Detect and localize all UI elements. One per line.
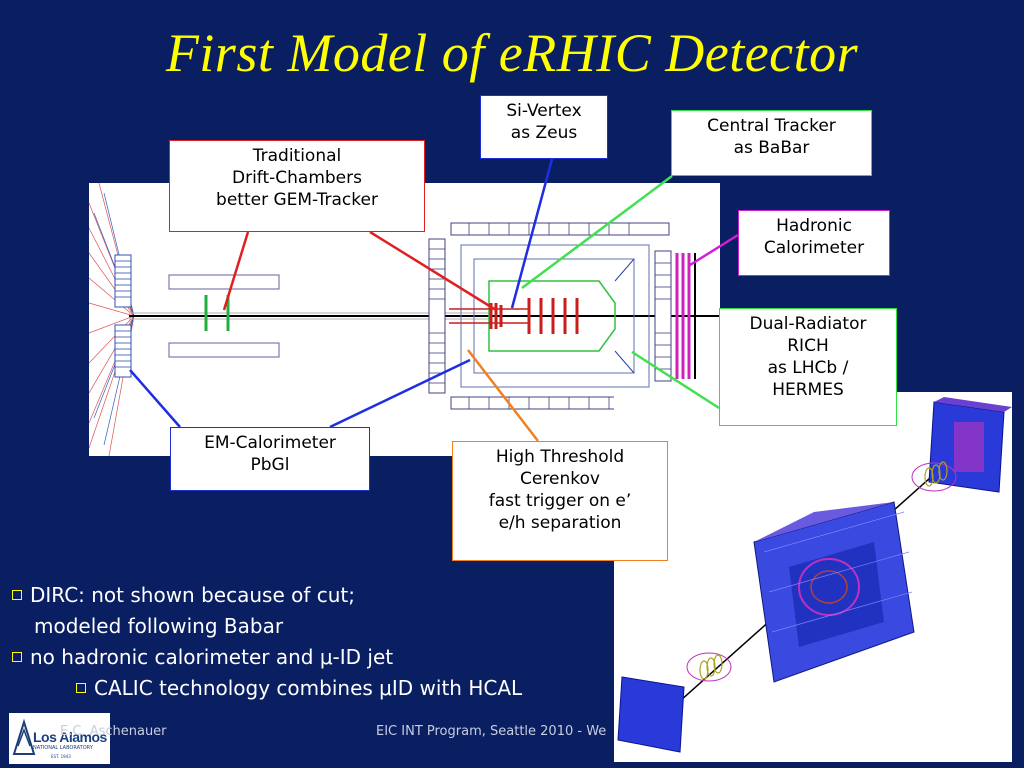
central-barrel-3d	[753, 501, 915, 683]
detector-3d-render-panel	[614, 392, 1012, 762]
left-em-calorimeter	[114, 254, 132, 378]
label-traditional-line-3: better GEM-Tracker	[216, 190, 378, 210]
label-traditional-line-2: Drift-Chambers	[231, 168, 362, 188]
bullet-list: DIRC: not shown because of cut; modeled …	[12, 580, 522, 704]
footer-event: EIC INT Program, Seattle 2010 - We	[376, 724, 607, 739]
logo-name: Los Alamos	[33, 729, 107, 745]
bullet-marker-icon	[12, 652, 22, 662]
label-traditional-line-1: Traditional	[252, 146, 342, 166]
logo-subtitle: NATIONAL LABORATORY	[33, 745, 93, 751]
label-dual-radiator-rich: Dual-Radiator RICH as LHCb / HERMES	[719, 308, 897, 426]
label-central-tracker: Central Tracker as BaBar	[671, 110, 872, 176]
label-cerenkov-line-2: Cerenkov	[520, 469, 600, 489]
label-si-vertex-line-1: Si-Vertex	[506, 101, 582, 121]
label-em-calorimeter: EM-Calorimeter PbGl	[170, 427, 370, 491]
footer-author: E.C. Aschenauer	[60, 724, 167, 739]
label-hadronic-line-1: Hadronic	[776, 216, 852, 236]
label-cerenkov-line-1: High Threshold	[495, 447, 625, 467]
label-cerenkov-line-4: e/h separation	[498, 513, 622, 533]
label-traditional-drift-chambers: Traditional Drift-Chambers better GEM-Tr…	[169, 140, 425, 232]
bullet-marker-icon	[12, 590, 22, 600]
label-central-tracker-line-2: as BaBar	[733, 138, 810, 158]
label-central-tracker-line-1: Central Tracker	[707, 116, 836, 136]
bullet-no-hcal: no hadronic calorimeter and μ-ID jet	[12, 642, 522, 673]
bullet-no-hcal-text: no hadronic calorimeter and μ-ID jet	[30, 645, 394, 669]
label-rich-line-2: RICH	[787, 336, 829, 356]
label-si-vertex: Si-Vertex as Zeus	[480, 95, 608, 159]
bullet-dirc-text-2: modeled following Babar	[34, 614, 284, 638]
bullet-marker-icon	[76, 683, 86, 693]
label-cerenkov-line-3: fast trigger on e’	[488, 491, 632, 511]
bullet-calic-text: CALIC technology combines μID with HCAL	[94, 676, 523, 700]
bullet-dirc-continuation: modeled following Babar	[12, 611, 522, 642]
backward-calorimeter-3d	[617, 676, 685, 753]
bullet-dirc: DIRC: not shown because of cut;	[12, 580, 522, 611]
slide-title: First Model of eRHIC Detector	[165, 23, 859, 83]
detector-3d-render-drawing	[617, 397, 1012, 753]
forward-calorimeter-3d	[928, 397, 1012, 493]
label-em-line-2: PbGl	[250, 455, 290, 475]
label-rich-line-1: Dual-Radiator	[749, 314, 867, 334]
rich-rings-3d	[686, 462, 957, 682]
label-rich-line-3: as LHCb /	[767, 358, 849, 378]
bullet-dirc-text: DIRC: not shown because of cut;	[30, 583, 355, 607]
label-high-threshold-cerenkov: High Threshold Cerenkov fast trigger on …	[452, 441, 668, 561]
label-hadronic-calorimeter: Hadronic Calorimeter	[738, 210, 890, 276]
label-hadronic-line-2: Calorimeter	[763, 238, 865, 258]
label-rich-line-4: HERMES	[772, 380, 844, 400]
los-alamos-logo: Los Alamos NATIONAL LABORATORY EST. 1943	[9, 713, 110, 764]
label-si-vertex-line-2: as Zeus	[510, 123, 578, 143]
logo-est: EST. 1943	[51, 754, 71, 759]
label-em-line-1: EM-Calorimeter	[204, 433, 336, 453]
los-alamos-logo-mark-icon	[12, 718, 36, 755]
bullet-calic: CALIC technology combines μID with HCAL	[12, 673, 522, 704]
